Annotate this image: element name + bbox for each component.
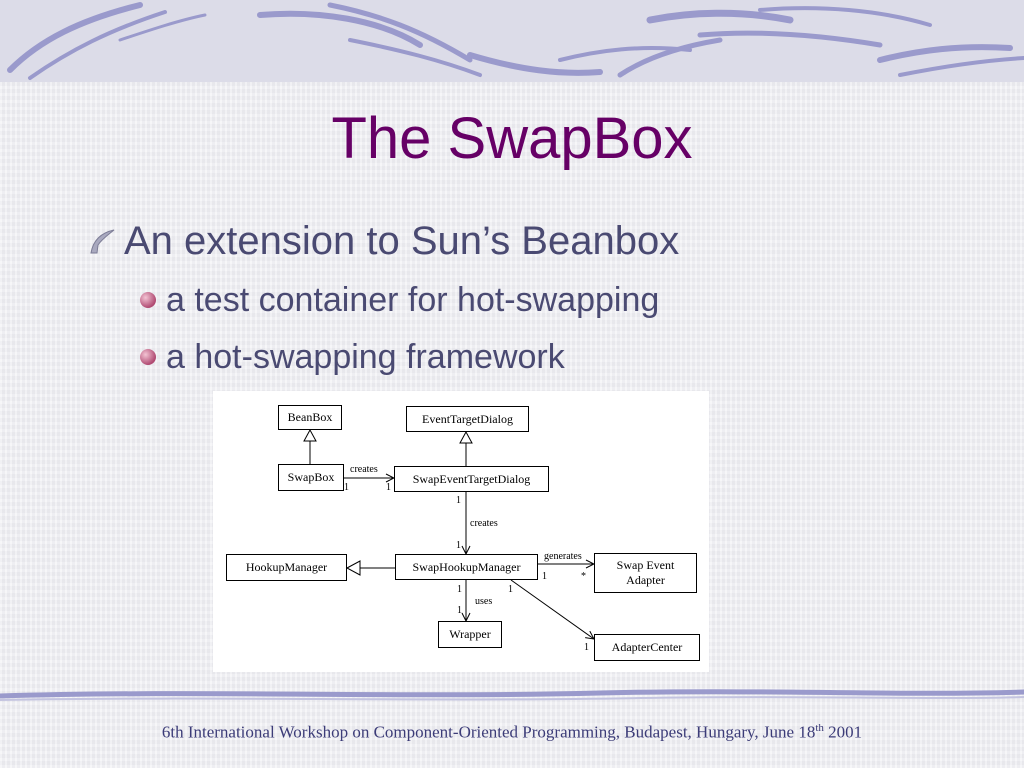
inheritance-arrowhead [345,560,361,576]
multiplicity-label: 1 [457,584,462,595]
event-target-dialog-class: EventTargetDialog [406,406,529,432]
slide-title: The SwapBox [331,106,693,171]
swapbox-class: SwapBox [278,464,344,491]
adapter-center-class: AdapterCenter [594,634,700,661]
slide-footer: 6th International Workshop on Component-… [0,722,1024,743]
swap-event-adapter-line: Adapter [626,573,665,587]
swap-event-adapter-class: Swap Event Adapter [594,553,697,593]
footer-text: 6th International Workshop on Component-… [161,722,816,742]
beanbox-class: BeanBox [278,405,342,430]
decorative-footer-rule [0,689,1024,701]
uml-class-diagram: BeanBox SwapBox EventTargetDialog SwapEv… [213,391,709,672]
multiplicity-label: 1 [508,584,513,595]
inheritance-arrowhead [459,430,473,444]
sub-bullet-item: a hot-swapping framework [140,335,565,379]
creates-label: creates [350,464,378,475]
footer-superscript: th [815,722,824,734]
hookup-manager-class: HookupManager [226,554,347,581]
sub-bullet-text: a test container for hot-swapping [166,280,660,319]
creates-label: creates [470,518,498,529]
round-bullet-icon [140,292,156,308]
multiplicity-label: 1 [386,482,391,493]
sub-bullet-item: a test container for hot-swapping [140,278,659,322]
generates-label: generates [544,551,582,562]
multiplicity-label: 1 [344,482,349,493]
diagram-connectors [303,428,709,672]
multiplicity-label: 1 [456,540,461,551]
multiplicity-label: 1 [584,642,589,653]
footer-text-tail: 2001 [823,722,863,742]
multiplicity-label: 1 [456,495,461,506]
inheritance-arrowhead [303,428,317,442]
bullet-item: An extension to Sun’s Beanbox [88,213,679,269]
multiplicity-label: 1 [542,571,547,582]
decorative-swirl-band [0,0,1024,82]
multiplicity-label: 1 [457,605,462,616]
multiplicity-label: * [581,571,586,582]
round-bullet-icon [140,349,156,365]
quill-bullet-icon [90,229,115,254]
sub-bullet-text: a hot-swapping framework [166,337,565,376]
swap-event-adapter-line: Swap Event [616,558,675,572]
swap-event-target-dialog-class: SwapEventTargetDialog [394,466,549,492]
association-line [510,579,594,639]
swap-hookup-manager-class: SwapHookupManager [395,554,538,580]
wrapper-class: Wrapper [438,621,502,648]
uses-label: uses [475,596,493,607]
bullet-text: An extension to Sun’s Beanbox [124,218,680,263]
